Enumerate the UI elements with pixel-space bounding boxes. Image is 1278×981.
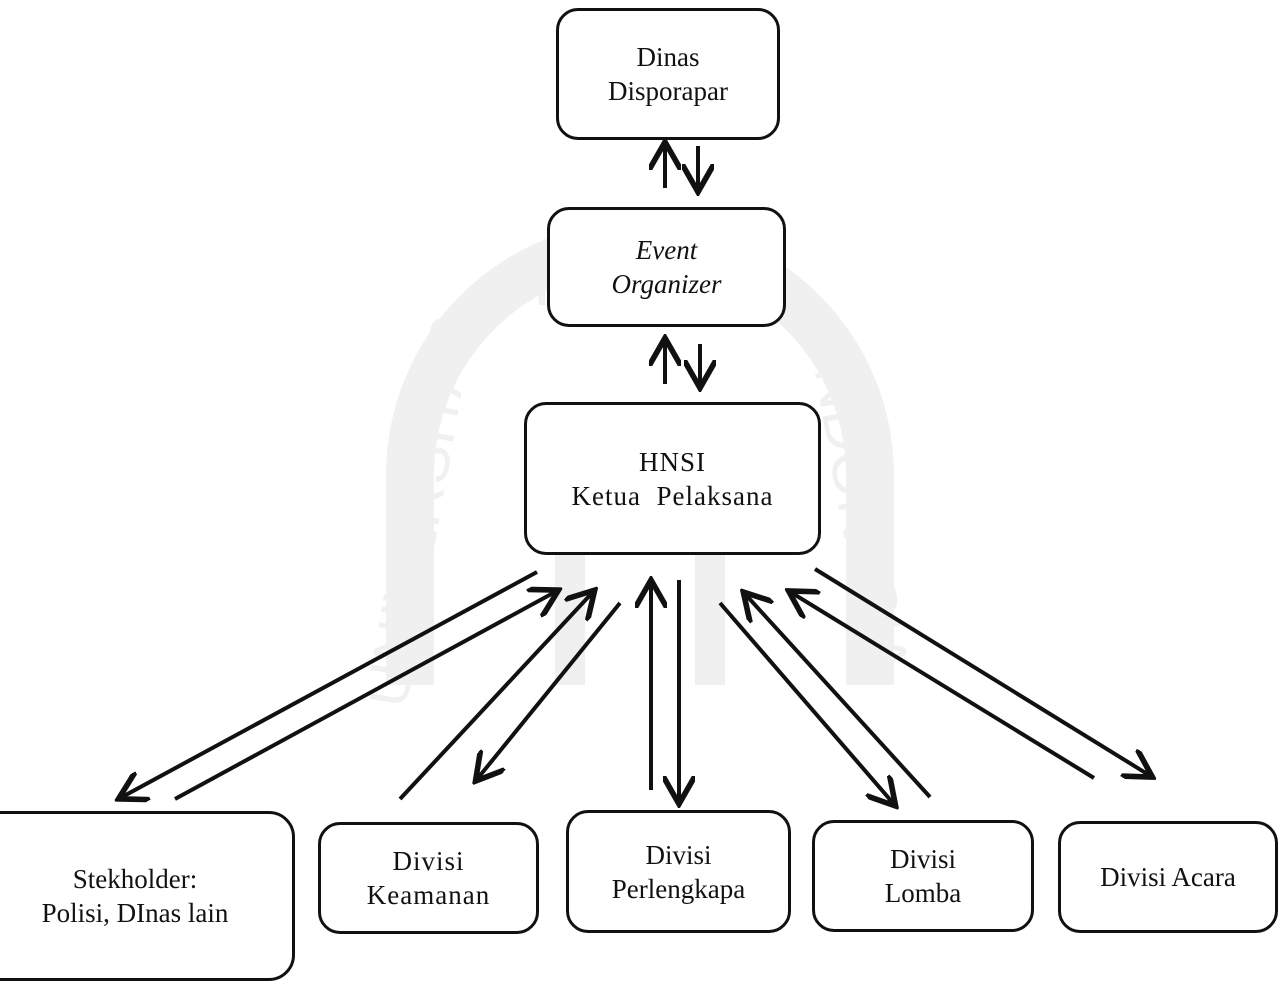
node-divisi-lomba: Divisi Lomba bbox=[812, 820, 1034, 932]
node-acara-line-1: Divisi Acara bbox=[1100, 862, 1236, 892]
node-divisi-acara: Divisi Acara bbox=[1058, 821, 1278, 933]
node-keamanan-line-1: Divisi bbox=[392, 846, 465, 876]
node-hnsi-line-1: HNSI bbox=[638, 446, 706, 477]
node-dinas-line-2: Disporapar bbox=[608, 76, 728, 106]
node-perlengkapan-line-2: Perlengkapa bbox=[611, 873, 746, 904]
node-stekholder: Stekholder: Polisi, DInas lain bbox=[0, 811, 295, 981]
arrow-lomba-to-hnsi bbox=[746, 595, 932, 799]
node-lomba-line-1: Divisi bbox=[889, 844, 956, 874]
node-eo-line-1: Event bbox=[635, 235, 698, 265]
node-dinas-disporapar: Dinas Disporapar bbox=[556, 8, 780, 140]
arrow-acara-to-hnsi bbox=[792, 593, 1096, 780]
node-eo-line-2: Organizer bbox=[611, 269, 722, 299]
node-stekholder-line-2: Polisi, DInas lain bbox=[41, 898, 229, 928]
arrow-stekholder-to-hnsi bbox=[174, 592, 555, 801]
node-stekholder-line-1: Stekholder: bbox=[72, 864, 198, 894]
arrow-keamanan-to-hnsi bbox=[398, 593, 592, 801]
node-keamanan-line-2: Keamanan bbox=[366, 880, 491, 910]
arrow-hnsi-to-acara bbox=[813, 567, 1149, 775]
node-divisi-perlengkapan: Divisi Perlengkapa bbox=[566, 810, 791, 933]
arrow-hnsi-to-stekholder bbox=[122, 570, 538, 797]
node-lomba-line-2: Lomba bbox=[884, 878, 962, 908]
node-event-organizer: Event Organizer bbox=[547, 207, 786, 327]
node-dinas-line-1: Dinas bbox=[636, 42, 700, 72]
node-hnsi-ketua-pelaksana: HNSI Ketua Pelaksana bbox=[524, 402, 821, 555]
arrow-hnsi-to-lomba bbox=[718, 601, 893, 803]
node-divisi-keamanan: Divisi Keamanan bbox=[318, 822, 539, 934]
node-hnsi-line-2: Ketua Pelaksana bbox=[571, 480, 774, 511]
arrow-hnsi-to-keamanan bbox=[478, 601, 622, 778]
node-perlengkapan-line-1: Divisi bbox=[645, 839, 712, 870]
